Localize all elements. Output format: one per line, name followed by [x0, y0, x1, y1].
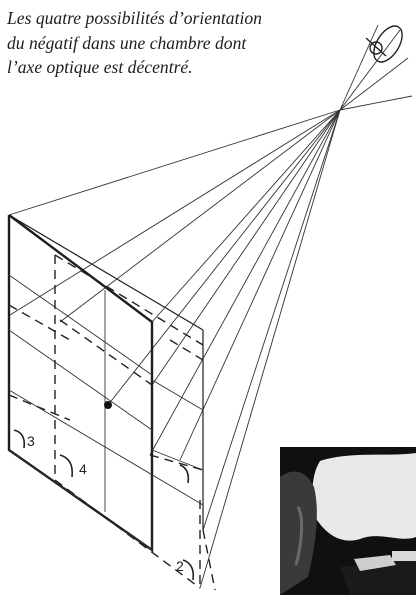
position-label-3: 3 [27, 433, 35, 449]
optical-center-dot [104, 401, 112, 409]
negative-frame-dashed [9, 255, 215, 590]
position-label-2: 2 [176, 558, 184, 574]
landscape-photo-thumbnail [280, 447, 416, 595]
negative-frame-solid [9, 215, 203, 550]
position-label-4: 4 [79, 461, 87, 477]
lens-eye-icon [366, 21, 408, 67]
corner-markers [14, 430, 193, 580]
